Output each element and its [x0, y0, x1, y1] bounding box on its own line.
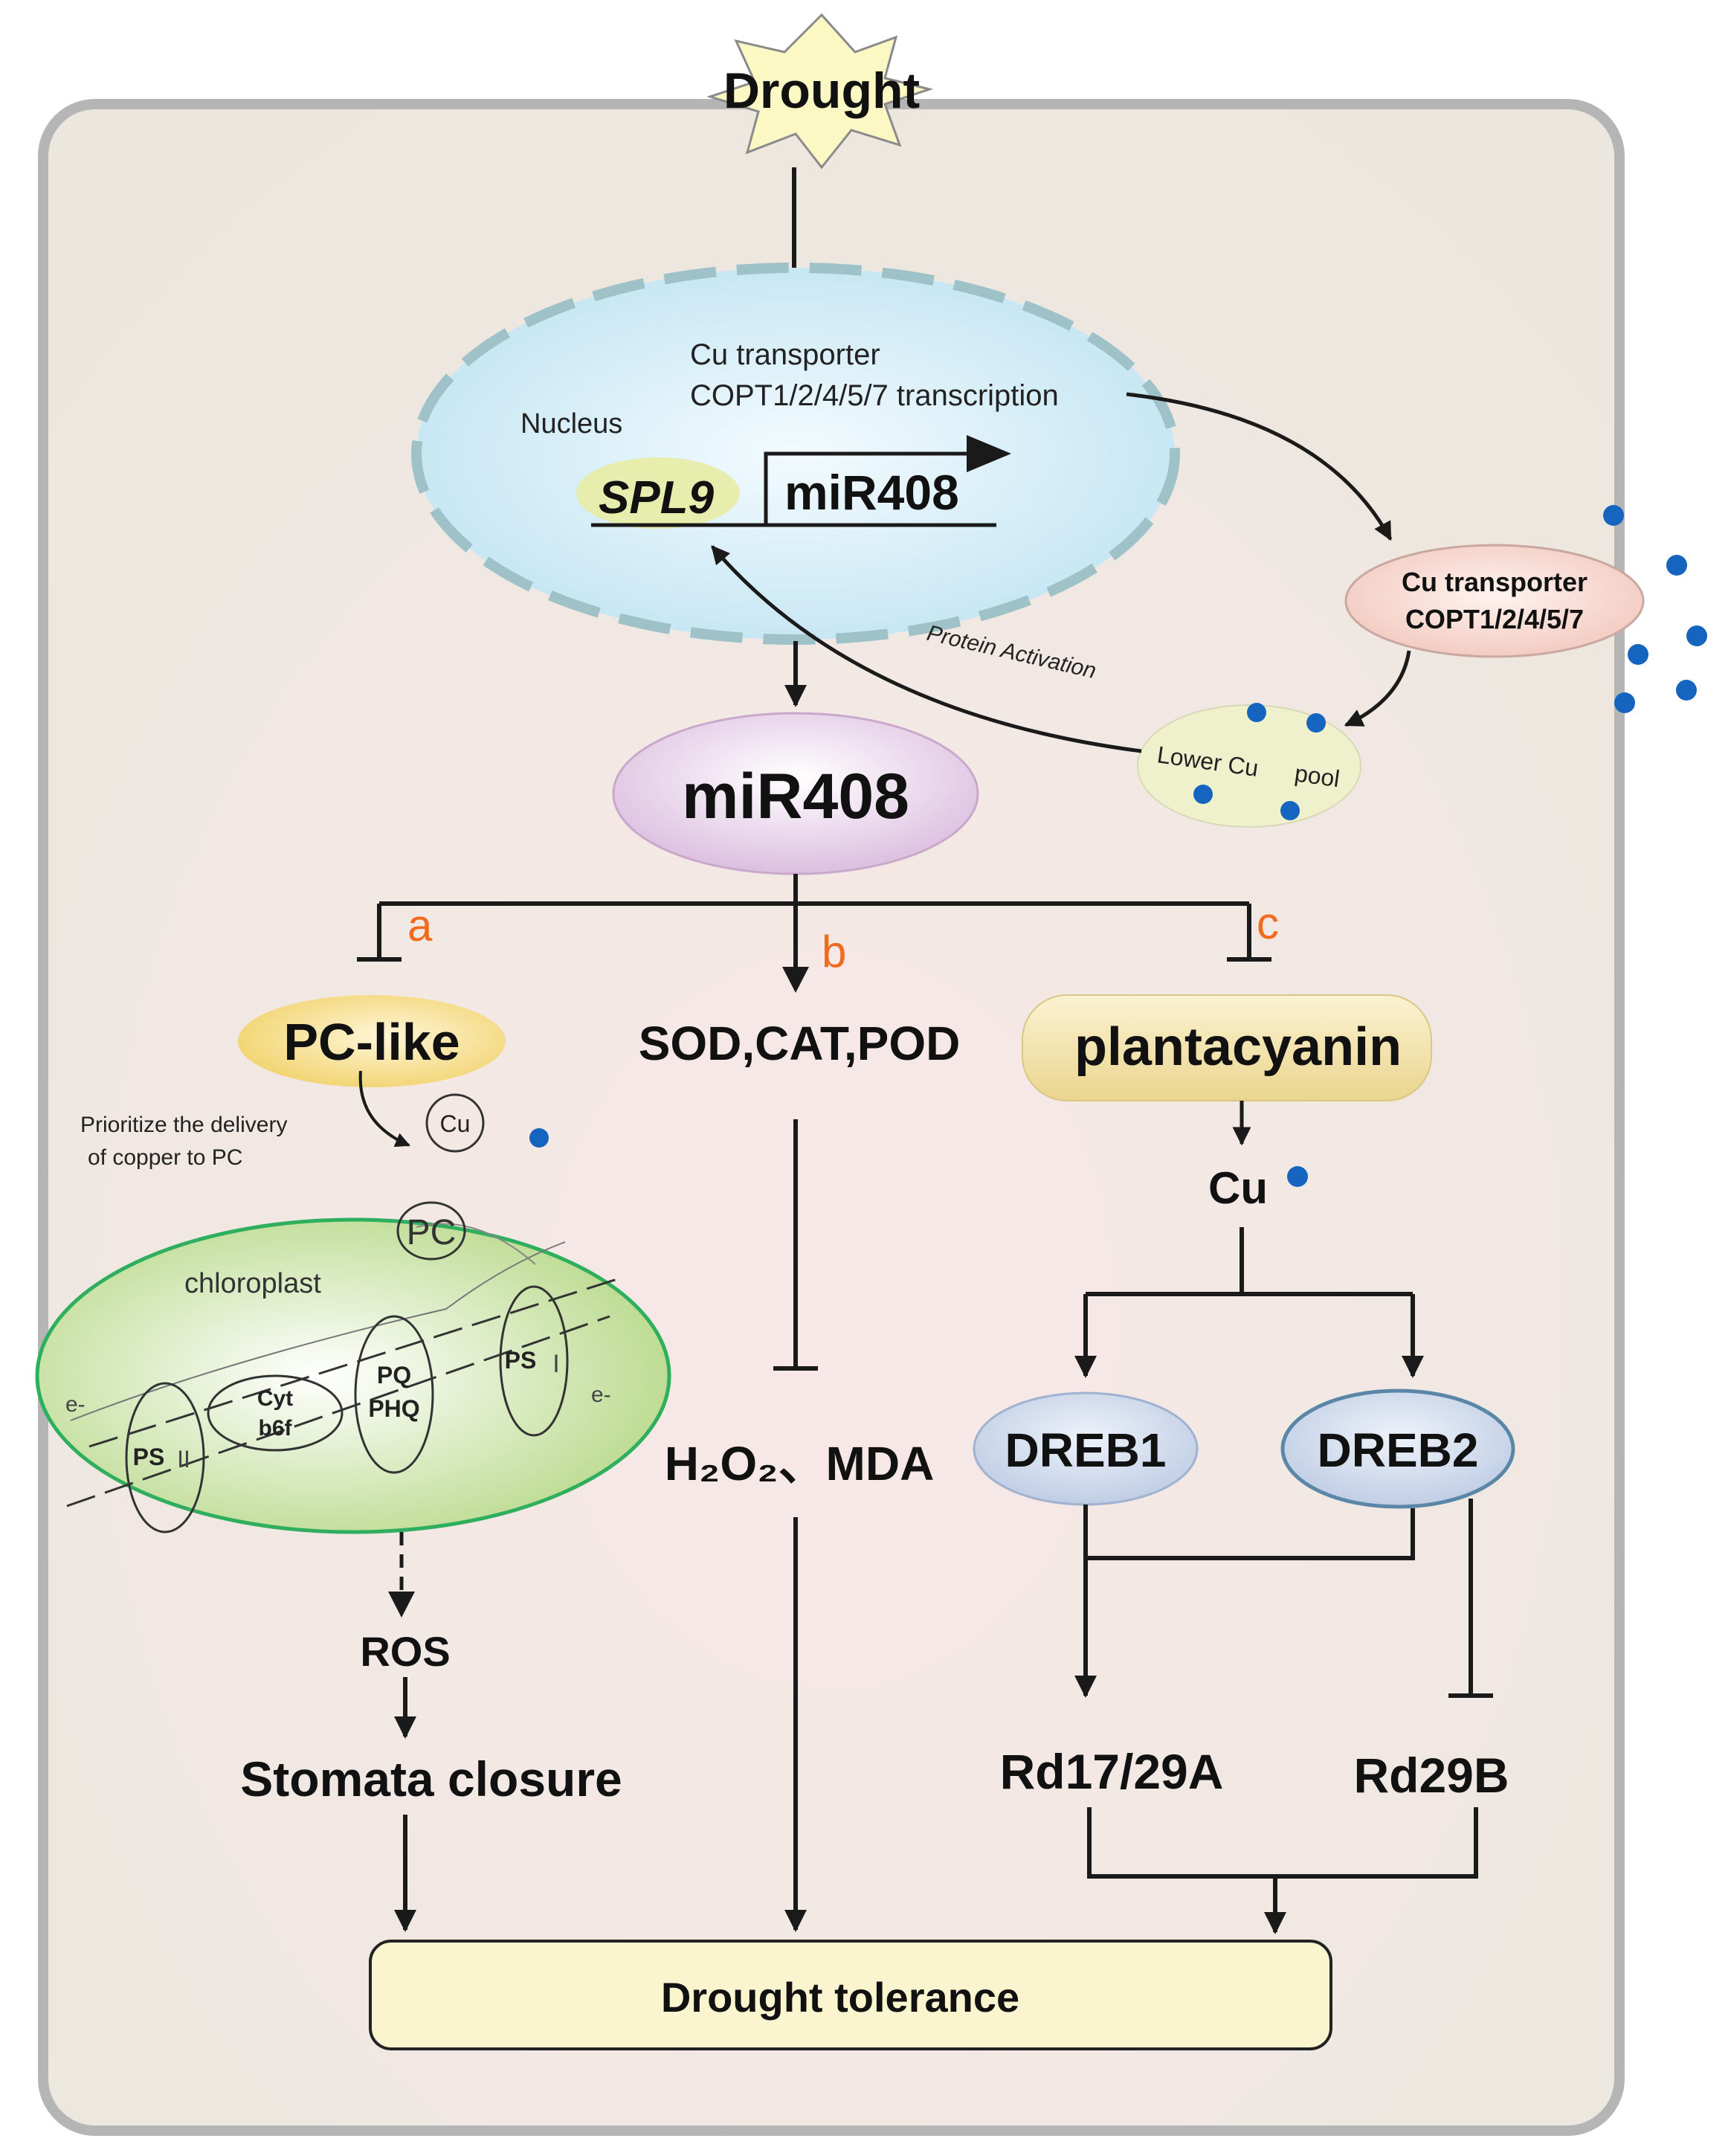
cu-pool-dots	[1193, 703, 1326, 820]
promoter-arrow	[764, 451, 996, 525]
branch-label-c: c	[1257, 898, 1279, 948]
branch-lines	[377, 874, 1251, 982]
nucleus-label: Nucleus	[520, 408, 622, 440]
branch-label-a: a	[407, 901, 433, 950]
chloroplast-ps1-roman: I	[552, 1350, 559, 1378]
cu-circle	[425, 1093, 485, 1153]
dreb1-label: DREB1	[1005, 1423, 1167, 1477]
h2o2-mda-label: H₂O₂、MDA	[665, 1437, 935, 1490]
drought-label: Drought	[723, 62, 920, 119]
cu-dot-pc	[529, 1128, 549, 1148]
transcription-line2: COPT1/2/4/5/7 transcription	[690, 379, 1059, 412]
plantacyanin-node	[1022, 994, 1432, 1101]
cu-pool-label2: pool	[1293, 759, 1341, 792]
copt-line2: COPT1/2/4/5/7	[1405, 604, 1584, 634]
electron-left: e-	[65, 1392, 86, 1417]
copt-to-cupool-arrow	[1344, 650, 1411, 727]
pc-like-node	[238, 995, 506, 1087]
antioxidants-label: SOD,CAT,POD	[639, 1017, 961, 1070]
promoter-arrowhead	[967, 435, 1011, 472]
ros-label: ROS	[360, 1628, 450, 1675]
dreb2-node	[1280, 1388, 1515, 1509]
dreb-to-rd-lines	[1074, 1499, 1473, 1698]
chloroplast-ps2: PS	[133, 1444, 165, 1470]
cu-circle-label: Cu	[440, 1110, 471, 1137]
pc-like-label: PC-like	[283, 1013, 460, 1071]
prioritize-line1: Prioritize the delivery	[80, 1113, 287, 1137]
spl9-label: SPL9	[599, 472, 715, 524]
drought-starburst: Drought	[706, 13, 934, 170]
chloroplast-ps1: PS	[505, 1347, 537, 1374]
branch-label-b: b	[822, 927, 846, 976]
chloroplast-b6f: b6f	[259, 1416, 293, 1441]
copt-transporter-box	[1344, 544, 1645, 658]
rd29b-label: Rd29B	[1353, 1748, 1509, 1803]
cu-to-dreb-lines	[1074, 1227, 1424, 1378]
chloroplast-ps2-roman: II	[177, 1446, 190, 1473]
electron-right: e-	[591, 1383, 611, 1407]
stomata-label: Stomata closure	[240, 1751, 622, 1806]
nucleus-to-copt-arrow	[1126, 392, 1393, 541]
chloroplast-cyt: Cyt	[257, 1386, 293, 1411]
drought-tolerance-box	[369, 1940, 1332, 2050]
drought-tolerance-label: Drought tolerance	[661, 1974, 1019, 2021]
chloroplast-label: chloroplast	[184, 1268, 321, 1299]
chloroplast-pc: PC	[407, 1213, 457, 1252]
branch-b-arrowhead	[782, 967, 809, 993]
rd-to-tolerance-lines	[1087, 1807, 1478, 1934]
chloroplast-phq: PHQ	[368, 1395, 419, 1422]
transcription-line1: Cu transporter	[690, 338, 880, 371]
dreb2-label: DREB2	[1318, 1423, 1479, 1477]
pc-like-to-chloroplast-arrow	[358, 1070, 410, 1148]
cu-pool	[1137, 704, 1361, 828]
plantacyanin-label: plantacyanin	[1074, 1017, 1402, 1077]
copt-line1: Cu transporter	[1402, 567, 1587, 597]
extracellular-cu-dots	[1603, 505, 1707, 713]
prioritize-line2: of copper to PC	[88, 1145, 242, 1170]
promoter-mir408: miR408	[784, 465, 959, 520]
cu-dot-right	[1287, 1166, 1308, 1187]
rd17-label: Rd17/29A	[1000, 1744, 1224, 1799]
chloroplast: chloroplast PC PS I PQ PHQ Cyt b6f PS II…	[35, 1201, 671, 1534]
chloroplast-pq: PQ	[377, 1362, 411, 1388]
chloroplast-to-ros-head	[388, 1592, 415, 1618]
protein-activation-arrow	[711, 545, 1142, 753]
spl9-highlight	[576, 457, 740, 529]
mir408-label: miR408	[682, 761, 909, 832]
cu-label: Cu	[1208, 1163, 1268, 1213]
